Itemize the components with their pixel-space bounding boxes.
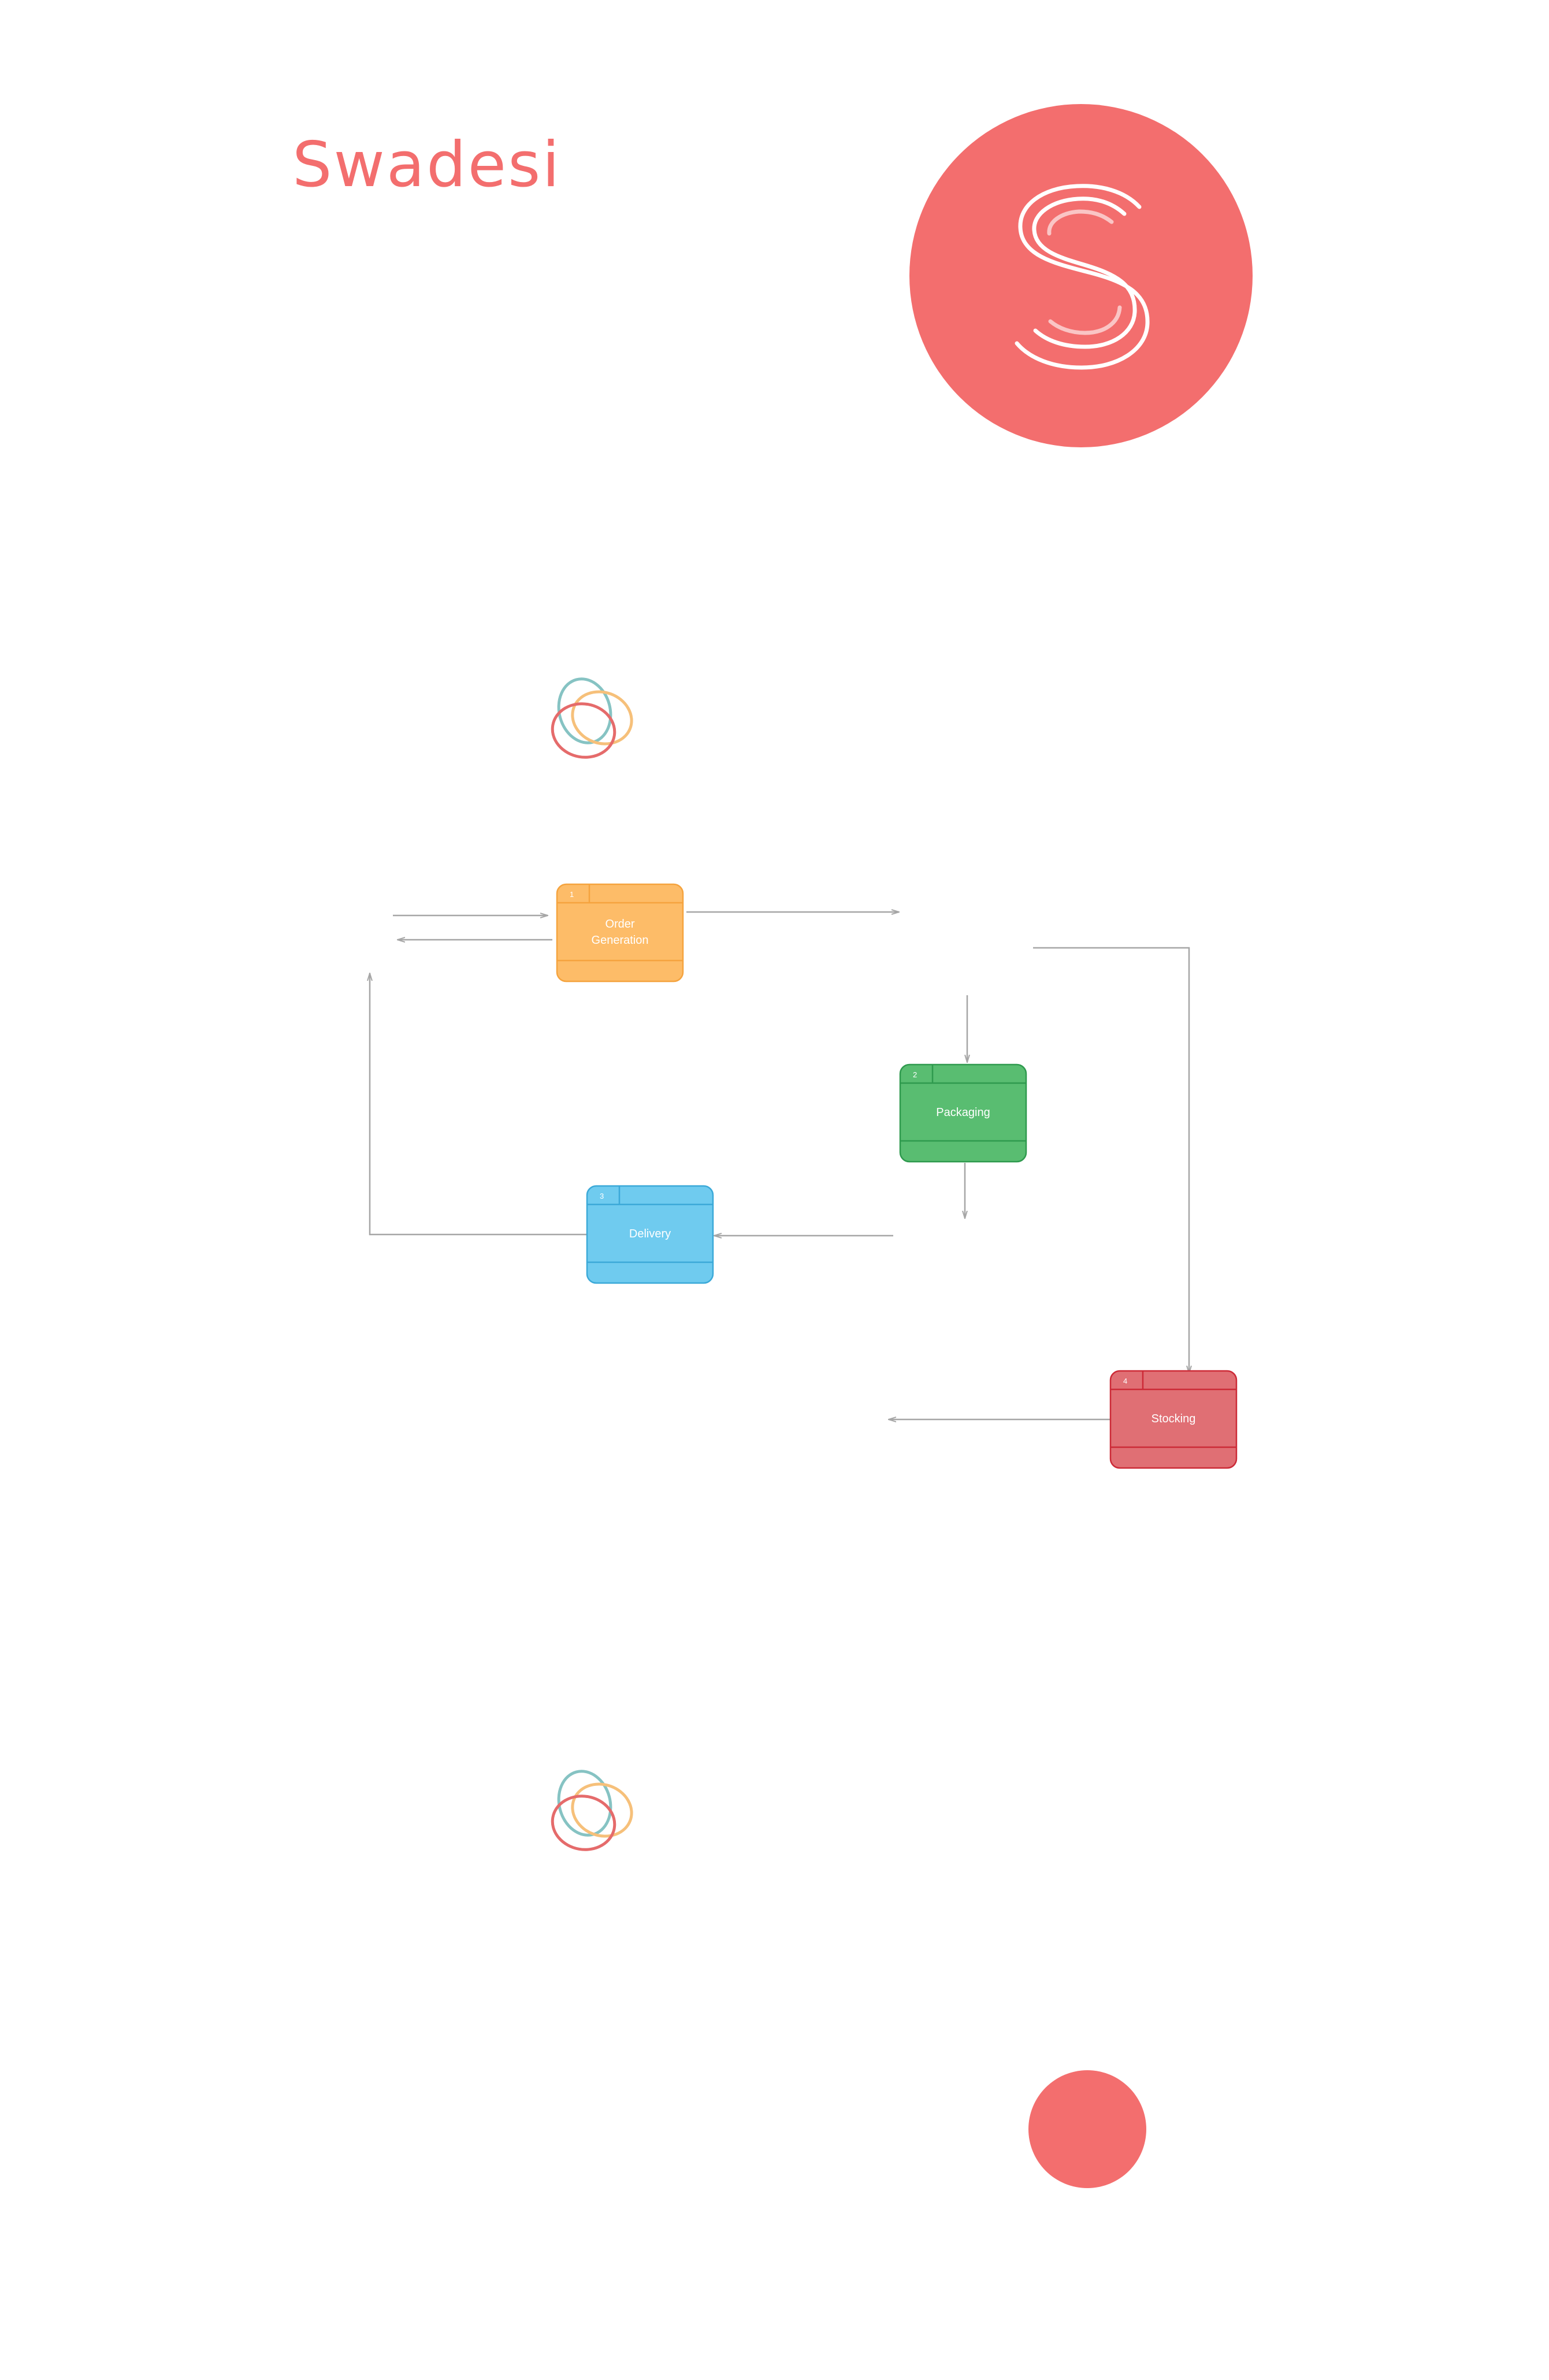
knot-icon-bottom bbox=[537, 1763, 641, 1867]
process-id: 4 bbox=[1123, 1377, 1127, 1385]
process-label: Order bbox=[605, 918, 634, 931]
brand-dot bbox=[1028, 2070, 1146, 2188]
arrow-to-stocking bbox=[1033, 947, 1189, 1373]
process-box bbox=[899, 1063, 1027, 1163]
arrow-delivery-return bbox=[370, 973, 587, 1236]
process-label: Generation bbox=[592, 934, 649, 947]
process-id: 2 bbox=[913, 1070, 917, 1079]
process-label: Delivery bbox=[629, 1228, 671, 1240]
process-box bbox=[586, 1185, 714, 1284]
interlocking-rings-icon bbox=[551, 1770, 633, 1851]
process-label: Stocking bbox=[1151, 1413, 1196, 1425]
process-box bbox=[556, 883, 684, 983]
process-box bbox=[1109, 1370, 1238, 1469]
interlocking-rings-icon bbox=[551, 677, 633, 759]
process-id: 3 bbox=[600, 1192, 604, 1200]
brand-title: Swadesi bbox=[292, 129, 562, 201]
s-monogram-icon bbox=[1015, 184, 1150, 370]
process-label: Packaging bbox=[936, 1106, 990, 1119]
knot-icon-top bbox=[537, 670, 641, 774]
process-id: 1 bbox=[570, 890, 574, 899]
brand-logo bbox=[909, 104, 1253, 447]
